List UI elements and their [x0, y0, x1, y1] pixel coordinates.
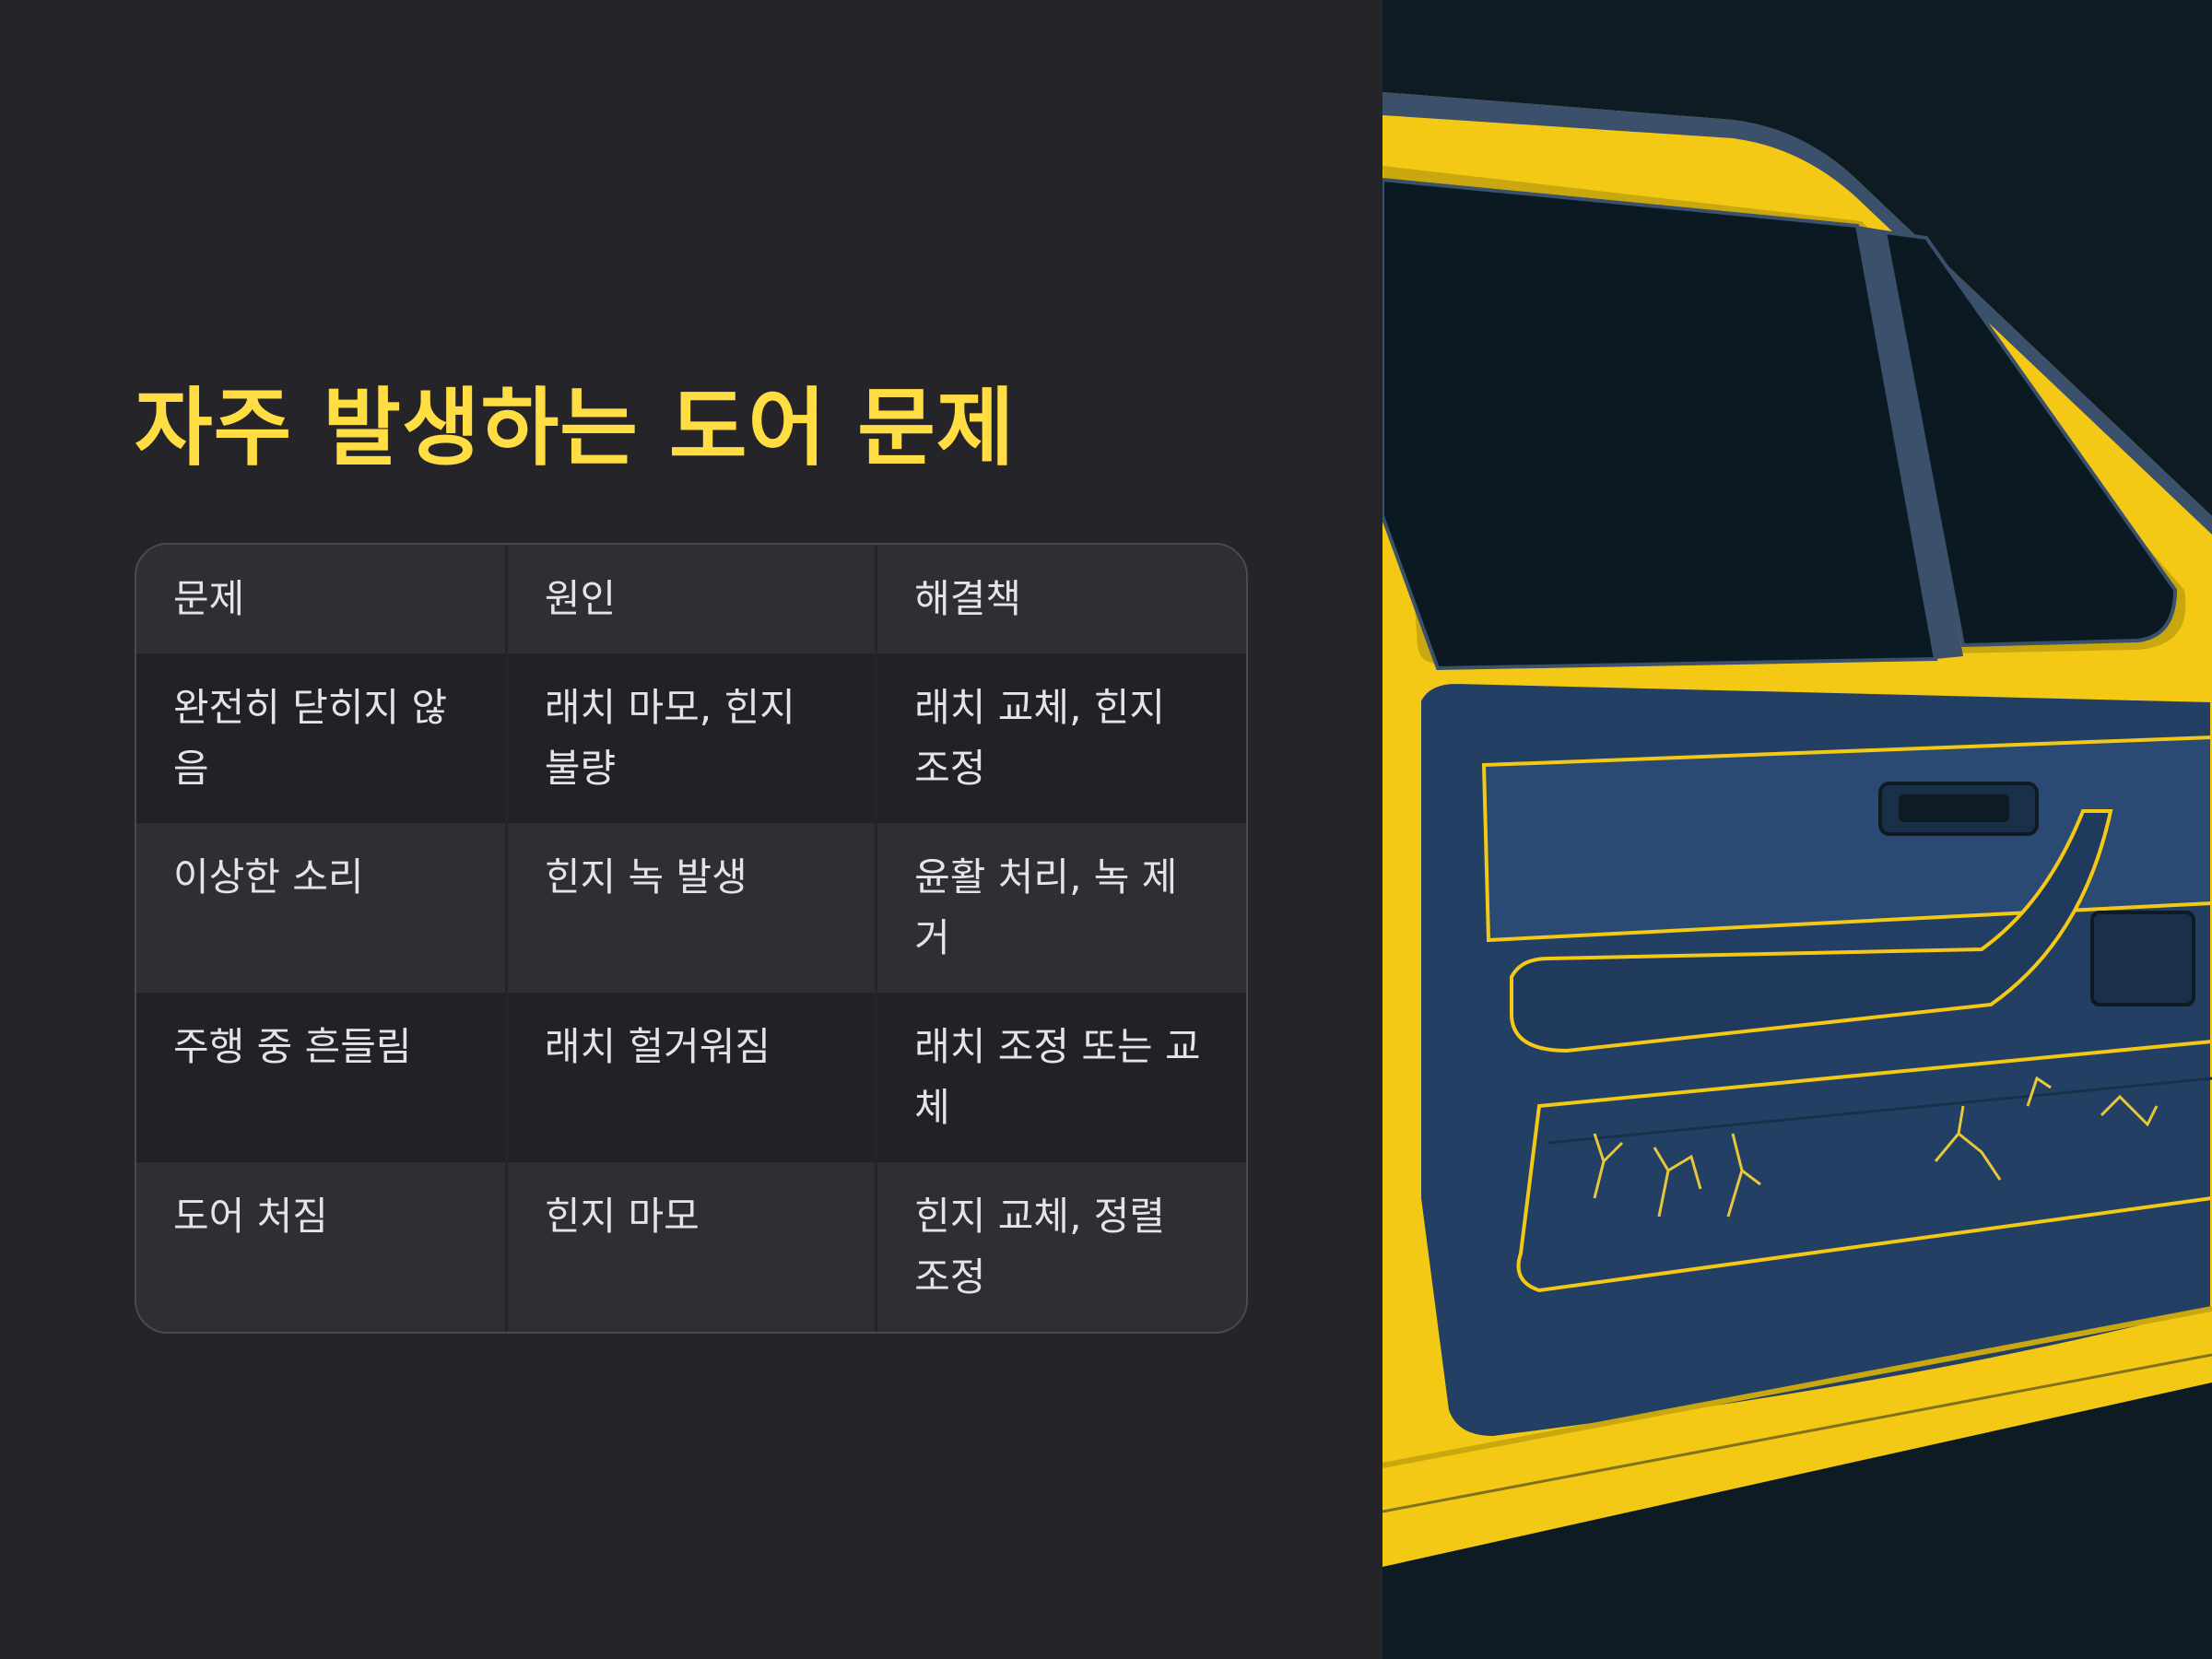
cell-solution: 래치 교체, 힌지 조정	[876, 653, 1246, 823]
cell-problem: 도어 처짐	[136, 1162, 508, 1332]
cell-cause: 힌지 마모	[506, 1162, 878, 1332]
problems-table: 문제 원인 해결책 완전히 닫히지 않음 래치 마모, 힌지 불량 래치 교체,…	[135, 543, 1248, 1334]
page-title: 자주 발생하는 도어 문제	[135, 379, 1016, 477]
car-door-icon	[1382, 0, 2212, 1659]
content-panel: 자주 발생하는 도어 문제 문제 원인 해결책 완전히 닫히지 않음 래치 마모…	[135, 379, 1248, 1334]
table-row: 주행 중 흔들림 래치 헐거워짐 래치 조정 또는 교체	[136, 993, 1246, 1162]
cell-solution: 래치 조정 또는 교체	[876, 993, 1246, 1162]
cell-solution: 윤활 처리, 녹 제거	[876, 823, 1246, 993]
header-problem: 문제	[136, 545, 508, 653]
cell-cause: 래치 헐거워짐	[506, 993, 878, 1162]
table-row: 이상한 소리 힌지 녹 발생 윤활 처리, 녹 제거	[136, 823, 1246, 993]
cell-problem: 완전히 닫히지 않음	[136, 653, 508, 823]
table-row: 도어 처짐 힌지 마모 힌지 교체, 정렬 조정	[136, 1162, 1246, 1332]
cell-problem: 이상한 소리	[136, 823, 508, 993]
cell-cause: 힌지 녹 발생	[506, 823, 878, 993]
cell-cause: 래치 마모, 힌지 불량	[506, 653, 878, 823]
car-door-illustration	[1382, 0, 2212, 1659]
table-header-row: 문제 원인 해결책	[136, 545, 1246, 653]
header-cause: 원인	[506, 545, 878, 653]
cell-problem: 주행 중 흔들림	[136, 993, 508, 1162]
table-row: 완전히 닫히지 않음 래치 마모, 힌지 불량 래치 교체, 힌지 조정	[136, 653, 1246, 823]
cell-solution: 힌지 교체, 정렬 조정	[876, 1162, 1246, 1332]
header-solution: 해결책	[876, 545, 1246, 653]
